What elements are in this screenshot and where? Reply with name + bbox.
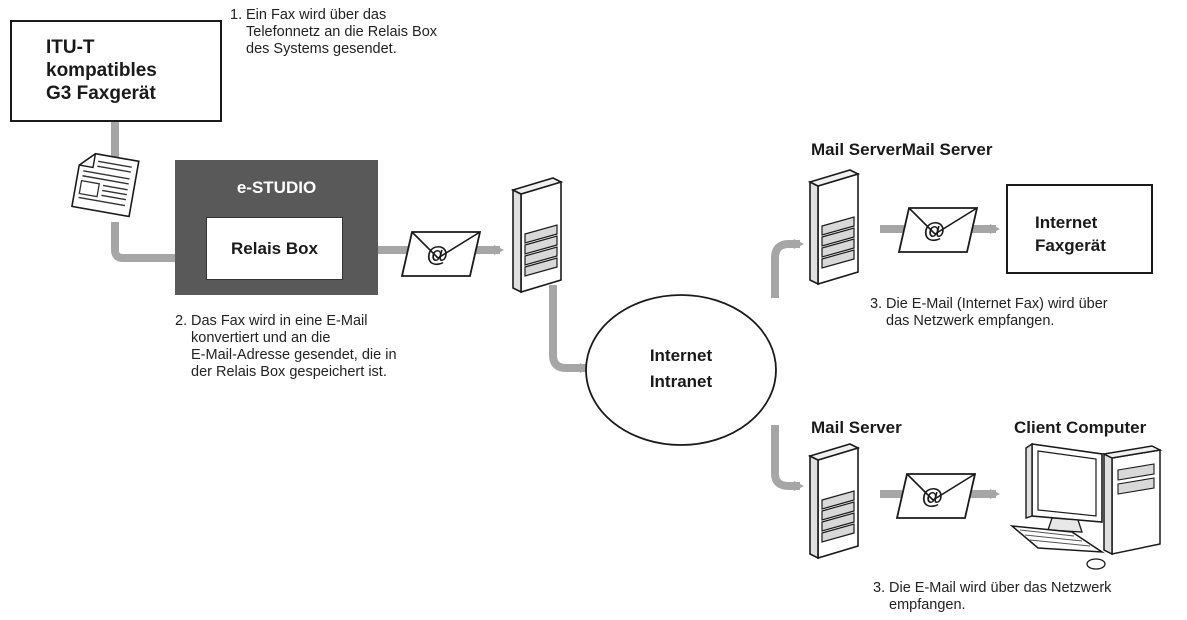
fax-document-icon — [71, 152, 140, 218]
step3b-note: 3. Die E-Mail wird über das Netzwerk emp… — [873, 580, 1111, 614]
arrow-server-to-network — [549, 285, 590, 373]
step1-note: 1. Ein Fax wird über das Telefonnetz an … — [230, 7, 437, 58]
network-ellipse — [585, 294, 777, 446]
email-envelope-icon-1: @ — [401, 231, 481, 277]
fax-device-label-line1: ITU-T — [46, 37, 95, 58]
step1-line: Telefonnetz an die Relais Box — [246, 24, 438, 40]
mail-server-bottom-label: Mail Server — [811, 418, 902, 437]
internet-fax-label-line2: Faxgerät — [1035, 236, 1106, 255]
internet-fax-label-line1: Internet — [1035, 213, 1098, 232]
server-icon-mail-top — [809, 169, 859, 285]
step1-line: Ein Fax wird über das — [246, 7, 387, 23]
step2-number: 2. — [175, 313, 188, 329]
step3a-line: Die E-Mail (Internet Fax) wird über — [886, 296, 1108, 312]
email-envelope-icon-2: @ — [898, 207, 978, 253]
step1-number: 1. — [230, 7, 243, 23]
estudio-title: e-STUDIO — [236, 178, 317, 197]
arrow-network-to-bottom-server — [771, 425, 804, 491]
client-computer-icon — [1009, 442, 1163, 570]
at-sign-1: @ — [426, 242, 447, 267]
network-label-line2: Intranet — [649, 372, 713, 391]
step3b-line: Die E-Mail wird über das Netzwerk — [889, 580, 1112, 596]
step2-note: 2. Das Fax wird in eine E-Mail konvertie… — [175, 313, 397, 381]
relay-box — [206, 217, 343, 280]
step2-line: Das Fax wird in eine E-Mail — [191, 313, 368, 329]
server-icon-relay — [512, 177, 562, 293]
network-label-line1: Internet — [649, 346, 713, 365]
internet-fax-box — [1006, 184, 1153, 274]
client-computer-label: Client Computer — [1014, 418, 1147, 437]
step3b-line: empfangen. — [889, 597, 966, 613]
step3a-number: 3. — [870, 296, 883, 312]
arrow-document-to-relay — [111, 222, 200, 263]
at-sign-2: @ — [923, 218, 944, 243]
step1-line: des Systems gesendet. — [246, 41, 397, 57]
step3b-number: 3. — [873, 580, 886, 596]
fax-device-label-line3: G3 Faxgerät — [46, 83, 156, 104]
mail-server-top-label: Mail ServerMail Server — [811, 140, 993, 159]
server-icon-mail-bottom — [809, 443, 859, 559]
arrow-network-to-top-server — [771, 239, 804, 298]
step2-line: E-Mail-Adresse gesendet, die in — [191, 347, 397, 363]
email-envelope-icon-3: @ — [896, 473, 976, 519]
fax-device-box — [10, 20, 222, 122]
step3a-note: 3. Die E-Mail (Internet Fax) wird über d… — [870, 296, 1108, 330]
fax-device-label-line2: kompatibles — [46, 60, 157, 81]
at-sign-3: @ — [921, 484, 942, 509]
step2-line: konvertiert und an die — [191, 330, 331, 346]
step3a-line: das Netzwerk empfangen. — [886, 313, 1055, 329]
relay-box-label: Relais Box — [231, 239, 318, 258]
step2-line: der Relais Box gespeichert ist. — [191, 364, 387, 380]
